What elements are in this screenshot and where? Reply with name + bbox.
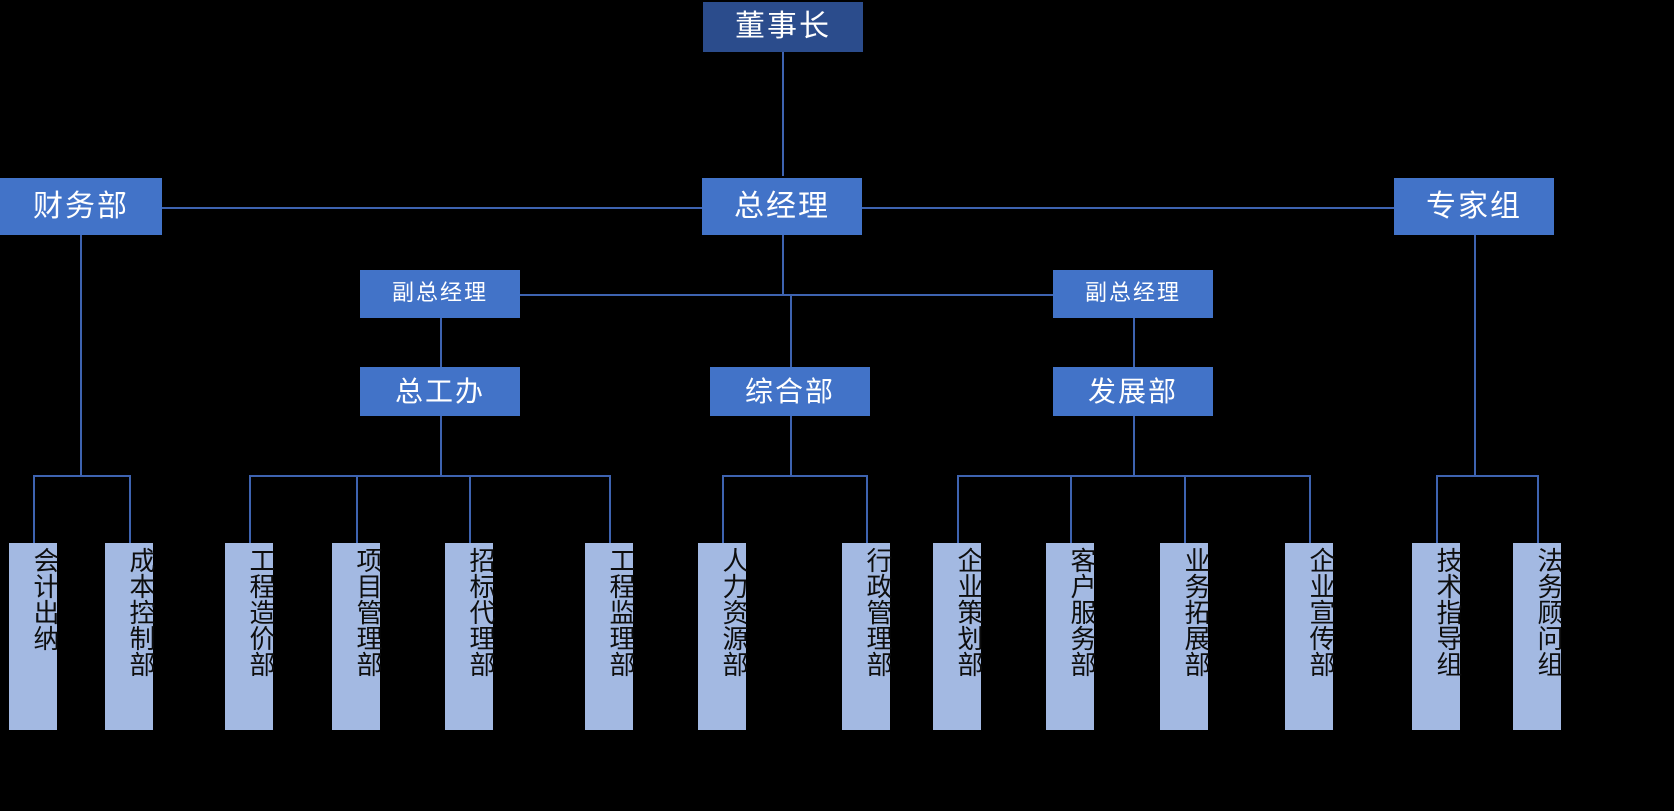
connector-dev-child-3 — [1184, 475, 1186, 543]
connector-ga-child-1 — [722, 475, 724, 543]
connector-deputy-spine — [440, 294, 1133, 296]
connector-finance-bar — [33, 475, 129, 477]
connector-dev-bar — [957, 475, 1311, 477]
connector-expert-down — [1474, 235, 1476, 476]
connector-deputy-right-down — [1133, 318, 1135, 367]
node-expert-group[interactable]: 专家组 — [1394, 178, 1554, 235]
connector-gm-to-general-affairs — [790, 294, 792, 367]
connector-chairman-to-gm — [782, 51, 784, 176]
node-development-department[interactable]: 发展部 — [1053, 367, 1213, 416]
connector-deputy-left-down — [440, 318, 442, 367]
connector-expert-child-2 — [1537, 475, 1539, 543]
node-finance-department[interactable]: 财务部 — [0, 178, 162, 235]
connector-dev-child-1 — [957, 475, 959, 543]
leaf-business-development-department[interactable]: 业务拓展部 — [1160, 543, 1210, 730]
connector-dev-down — [1133, 416, 1135, 475]
leaf-accounting-cashier[interactable]: 会计出纳 — [9, 543, 59, 730]
leaf-project-cost-department[interactable]: 工程造价部 — [225, 543, 275, 730]
leaf-bidding-agency-department[interactable]: 招标代理部 — [445, 543, 495, 730]
node-deputy-gm-left[interactable]: 副总经理 — [360, 270, 520, 318]
connector-ceo-down — [440, 416, 442, 475]
connector-ceo-child-3 — [469, 475, 471, 543]
connector-ga-bar — [722, 475, 868, 477]
connector-ceo-child-4 — [609, 475, 611, 543]
connector-finance-down — [80, 235, 82, 476]
connector-finance-child-2 — [129, 475, 131, 543]
node-general-manager[interactable]: 总经理 — [702, 178, 862, 235]
leaf-cost-control-department[interactable]: 成本控制部 — [105, 543, 155, 730]
connector-ceo-bar — [249, 475, 611, 477]
connector-finance-child-1 — [33, 475, 35, 543]
leaf-administration-department[interactable]: 行政管理部 — [842, 543, 892, 730]
node-deputy-gm-right[interactable]: 副总经理 — [1053, 270, 1213, 318]
node-chief-engineer-office[interactable]: 总工办 — [360, 367, 520, 416]
connector-expert-bar — [1436, 475, 1539, 477]
leaf-corporate-publicity-department[interactable]: 企业宣传部 — [1285, 543, 1335, 730]
leaf-project-supervision-department[interactable]: 工程监理部 — [585, 543, 635, 730]
connector-ga-child-2 — [866, 475, 868, 543]
connector-ga-down — [790, 416, 792, 475]
leaf-project-management-department[interactable]: 项目管理部 — [332, 543, 382, 730]
connector-expert-child-1 — [1436, 475, 1438, 543]
connector-gm-down — [782, 235, 784, 295]
connector-ceo-child-2 — [356, 475, 358, 543]
node-chairman[interactable]: 董事长 — [703, 2, 863, 52]
leaf-customer-service-department[interactable]: 客户服务部 — [1046, 543, 1096, 730]
leaf-human-resources-department[interactable]: 人力资源部 — [698, 543, 748, 730]
node-general-affairs-department[interactable]: 综合部 — [710, 367, 870, 416]
leaf-corporate-planning-department[interactable]: 企业策划部 — [933, 543, 983, 730]
leaf-technical-guidance-group[interactable]: 技术指导组 — [1412, 543, 1462, 730]
connector-ceo-child-1 — [249, 475, 251, 543]
connector-dev-child-2 — [1070, 475, 1072, 543]
connector-dev-child-4 — [1309, 475, 1311, 543]
leaf-legal-advisory-group[interactable]: 法务顾问组 — [1513, 543, 1563, 730]
